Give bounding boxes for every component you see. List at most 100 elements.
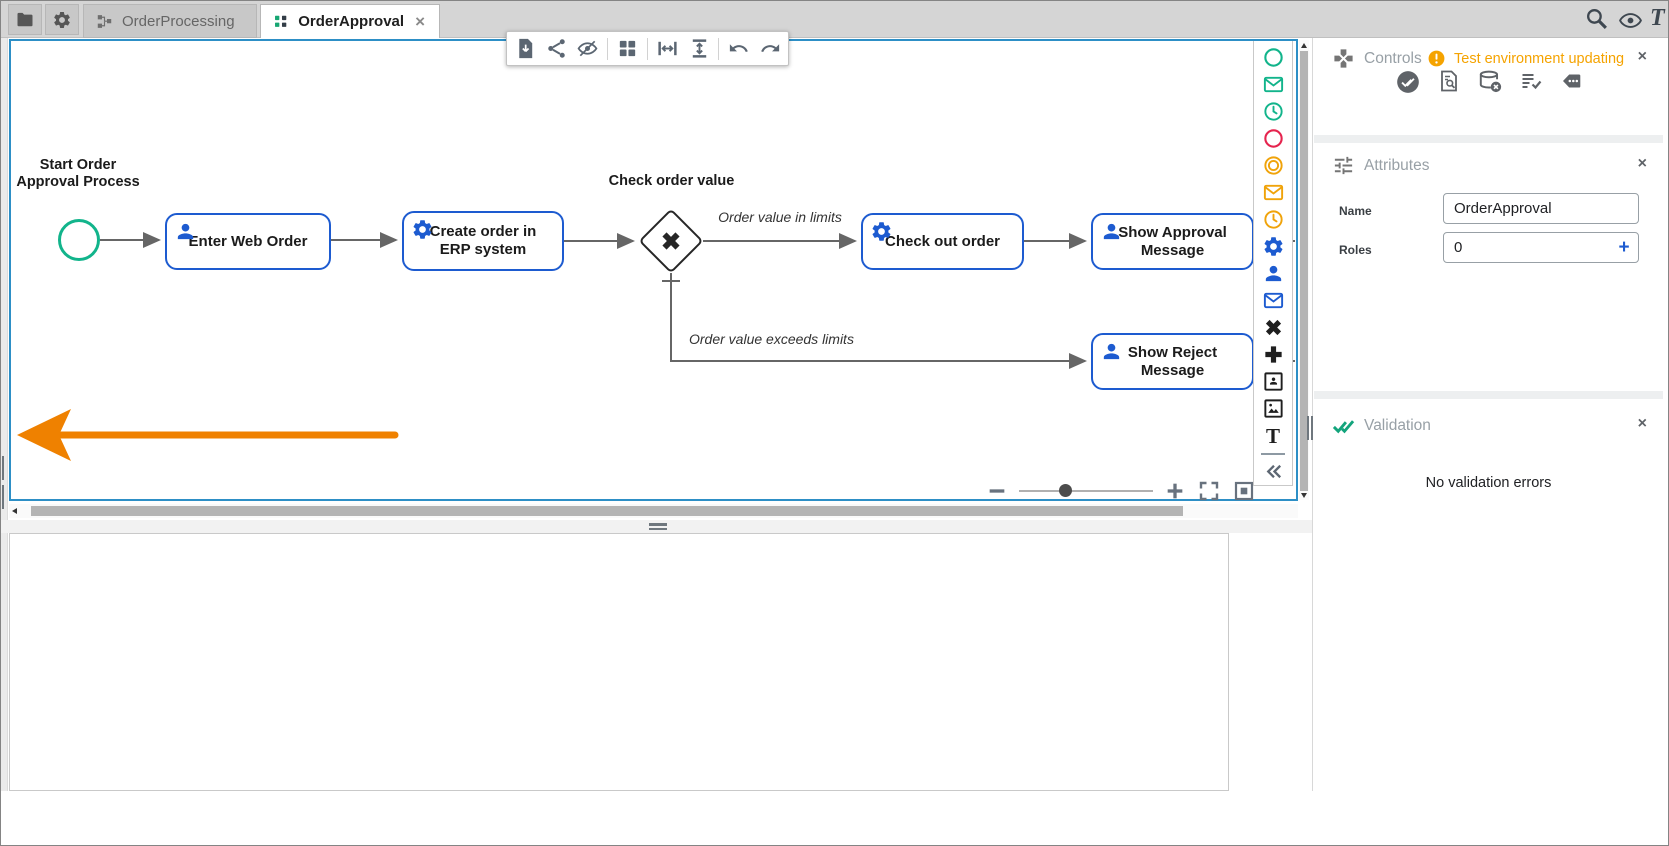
vertical-scrollbar[interactable] [1299,40,1309,500]
palette-parallel-gateway[interactable] [1260,341,1287,368]
fit-width-icon[interactable] [656,37,679,60]
name-field[interactable] [1443,193,1639,224]
chevrons-left-icon [1262,460,1285,483]
service-task-icon [411,218,434,241]
zoom-slider-knob[interactable] [1059,484,1072,497]
warning-icon [1427,49,1446,68]
validation-close-icon[interactable]: × [1637,415,1647,432]
export-file-icon[interactable] [514,37,537,60]
controls-close-icon[interactable]: × [1637,48,1647,65]
palette-message-intermediate-event[interactable] [1260,179,1287,206]
task-label: Enter Web Order [188,232,308,250]
tune-icon [1332,154,1355,177]
palette-start-event[interactable] [1260,44,1287,71]
edge-label-in-limits[interactable]: Order value in limits [718,209,842,225]
validation-title: Validation [1364,417,1431,434]
scroll-left-arrow[interactable] [12,507,17,514]
tab-close-icon[interactable]: × [415,12,425,31]
grid-icon[interactable] [616,37,639,60]
lower-panel[interactable] [9,533,1229,791]
add-role-button[interactable]: + [1618,237,1630,258]
diagram-canvas[interactable]: Start Order Approval Process Enter Web O… [9,39,1298,501]
search-button[interactable] [1584,6,1609,31]
blocks-icon [273,13,289,30]
palette-text-annotation[interactable]: T [1260,422,1287,449]
scroll-up-arrow[interactable] [1301,43,1307,48]
palette-message-start-event[interactable] [1260,71,1287,98]
hide-preview-icon[interactable] [576,37,599,60]
name-field-label: Name [1339,204,1372,218]
palette-timer-start-event[interactable] [1260,98,1287,125]
attributes-close-icon[interactable]: × [1637,155,1647,172]
zoom-in-icon[interactable] [1164,480,1186,502]
right-splitter-grip[interactable] [1306,416,1314,445]
folder-button[interactable] [8,4,42,35]
gear-icon [1262,235,1285,258]
console-icon[interactable] [1559,69,1583,93]
palette-user-task[interactable] [1260,260,1287,287]
gear-icon [52,10,72,30]
reset-database-icon[interactable] [1477,69,1503,95]
canvas-toolbar [506,31,789,66]
edge-label-exceeds[interactable]: Order value exceeds limits [689,331,854,347]
left-panel-rail[interactable] [1,38,8,791]
task-enter-web-order[interactable]: Enter Web Order [165,213,331,270]
zoom-out-icon[interactable] [986,480,1008,502]
start-event[interactable] [58,219,100,261]
search-icon [1584,6,1609,31]
controller-icon [1332,47,1355,70]
settings-button[interactable] [45,4,79,35]
start-event-label: Start Order Approval Process [16,157,140,190]
horizontal-scroll-thumb[interactable] [31,506,1183,516]
scroll-down-arrow[interactable] [1301,493,1307,498]
palette-send-task[interactable] [1260,287,1287,314]
palette-end-event[interactable] [1260,125,1287,152]
bottom-splitter-grip[interactable] [649,523,667,532]
person-icon [1262,262,1285,285]
attributes-section: Attributes × Name Roles + [1314,143,1663,391]
visibility-button[interactable] [1618,8,1643,33]
tab-order-processing[interactable]: OrderProcessing [83,4,257,38]
tab-order-approval[interactable]: OrderApproval × [260,4,440,38]
fullscreen-icon[interactable] [1197,479,1221,503]
document-search-icon[interactable] [1437,69,1461,93]
plus-mark-icon [1262,343,1285,366]
undo-icon[interactable] [727,37,750,60]
task-check-out-order[interactable]: Check out order [861,213,1024,270]
text-tool-button[interactable]: T [1650,5,1665,31]
palette-exclusive-gateway[interactable] [1260,314,1287,341]
validate-icon[interactable] [1395,69,1421,95]
event-log-icon[interactable] [1519,69,1543,93]
horizontal-scrollbar[interactable] [9,504,1298,518]
task-show-approval-message[interactable]: Show Approval Message [1091,213,1254,270]
bottom-splitter[interactable] [1,520,1312,533]
roles-field[interactable] [1443,232,1639,263]
process-flow-icon [96,13,113,30]
palette-service-task[interactable] [1260,233,1287,260]
annotation-arrow[interactable] [13,397,413,473]
toolbar-divider [718,37,719,60]
gateway-label: Check order value [608,173,735,189]
task-show-reject-message[interactable]: Show Reject Message [1091,333,1254,390]
vertical-scroll-thumb[interactable] [1300,51,1308,491]
folder-icon [15,10,35,30]
envelope-icon [1262,289,1285,312]
share-icon[interactable] [545,37,568,60]
double-check-icon [1332,414,1355,437]
task-create-order-erp[interactable]: Create order in ERP system [402,211,564,271]
palette-divider [1261,453,1285,455]
palette-image-annotation[interactable] [1260,395,1287,422]
palette-user-annotation[interactable] [1260,368,1287,395]
clock-icon [1262,100,1285,123]
zoom-slider[interactable] [1019,484,1153,497]
element-palette: T [1253,41,1293,486]
zoom-controls [986,478,1256,504]
left-splitter-grip[interactable] [1,456,7,514]
palette-collapse-button[interactable] [1260,458,1287,485]
roles-field-label: Roles [1339,243,1372,257]
fit-height-icon[interactable] [687,37,710,60]
redo-icon[interactable] [758,37,781,60]
palette-intermediate-event[interactable] [1260,152,1287,179]
validation-message: No validation errors [1425,475,1552,491]
palette-timer-intermediate-event[interactable] [1260,206,1287,233]
